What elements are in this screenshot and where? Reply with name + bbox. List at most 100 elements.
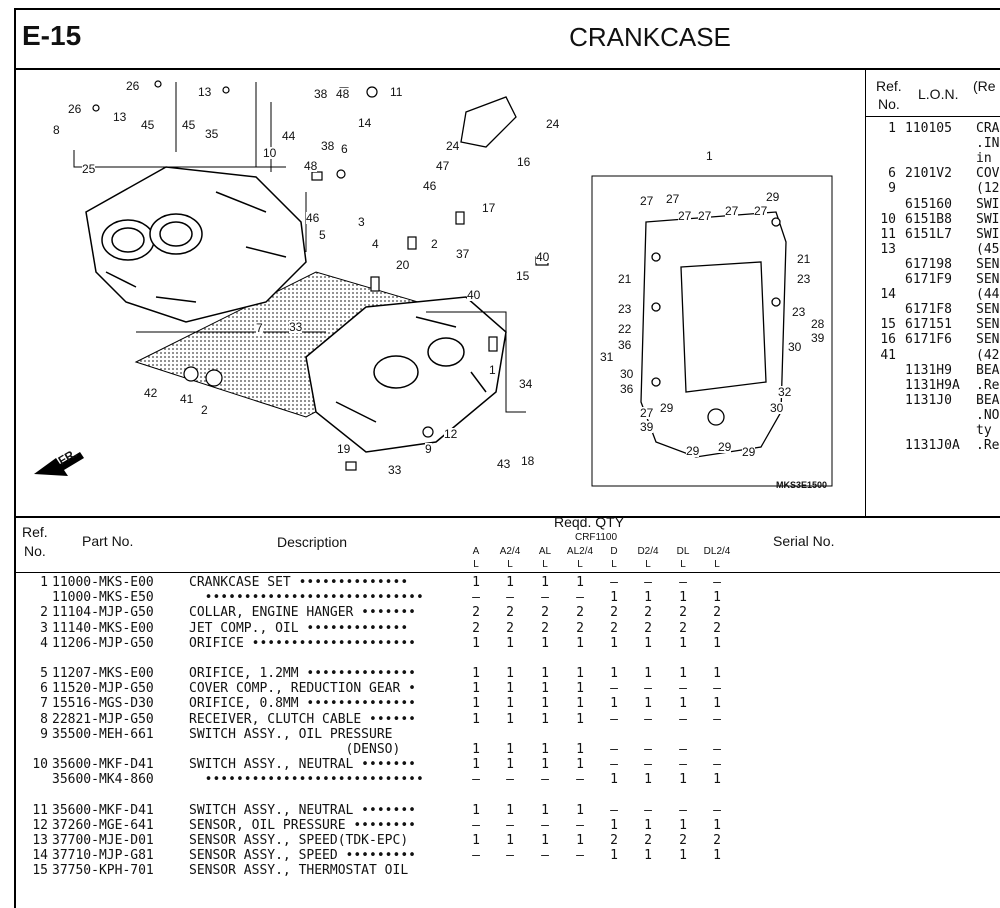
cell-desc: CRANKCASE SET ••••••••••••••: [189, 575, 409, 590]
diagram-callout: 45: [182, 118, 196, 132]
variant-sub-header: L: [473, 559, 479, 570]
diagram-callout: 24: [446, 139, 460, 153]
cell-ref: 2: [40, 605, 48, 621]
rt-cell: SEN: [976, 317, 1000, 333]
diagram-callout: 6: [341, 142, 348, 156]
cell-q: 1: [506, 666, 514, 681]
cell-q: –: [472, 590, 480, 606]
rt-cell: BEA: [976, 392, 1000, 408]
rt-cell: 6171F9: [905, 272, 952, 287]
cell-q: 1: [472, 742, 480, 757]
cell-q: 1: [713, 590, 721, 606]
variant-header: D: [610, 546, 618, 557]
subview-callout: 27: [678, 209, 692, 223]
variant-header: DL: [676, 546, 690, 557]
cell-pno: 15516-MGS-D30: [52, 696, 154, 712]
cell-q: 1: [506, 833, 514, 848]
cell-q: 1: [541, 833, 549, 848]
subview-callout: 29: [742, 445, 756, 459]
subview-callout: 21: [797, 252, 811, 266]
rt-cell: 110105: [905, 121, 952, 136]
reduction-gear-cover: [460, 96, 517, 148]
diagram-callout: 13: [113, 110, 127, 124]
upper-crankcase: [85, 166, 307, 323]
cell-q: 1: [506, 711, 514, 727]
rt-cell: 615160: [905, 196, 952, 212]
cell-q: 1: [644, 666, 652, 681]
cell-q: 1: [472, 711, 480, 727]
col-part-header: Part No.: [82, 533, 134, 549]
subview-callout: 29: [660, 401, 674, 415]
cell-q: –: [541, 590, 549, 606]
cell-q: –: [679, 802, 687, 818]
subview-callout: 36: [618, 338, 632, 352]
variant-sub-header: L: [680, 559, 686, 570]
cell-q: –: [541, 817, 549, 833]
cell-q: –: [610, 742, 618, 757]
subview-callout: 27: [725, 204, 739, 218]
rt-cell: SEN: [976, 332, 1000, 348]
cell-q: 1: [576, 757, 584, 773]
cell-q: 1: [576, 833, 584, 848]
rt-cell: COV: [976, 166, 1000, 182]
cell-pno: 37700-MJE-D01: [52, 833, 154, 848]
cell-desc: SENSOR ASSY., SPEED(TDK-EPC): [189, 833, 409, 848]
cell-q: 1: [679, 635, 687, 651]
cell-q: 1: [610, 666, 618, 681]
cell-q: 1: [679, 848, 687, 864]
cell-q: 2: [472, 620, 480, 636]
diagram-callout: 20: [396, 258, 410, 272]
subview-callout: 29: [718, 440, 732, 454]
rt-cell: SWI: [976, 211, 1000, 227]
cell-q: 2: [713, 833, 721, 848]
rt-cell: SWI: [976, 196, 1000, 212]
cell-q: –: [713, 575, 721, 590]
rt-cell: 41: [880, 347, 896, 363]
cell-q: 1: [541, 711, 549, 727]
cell-pno: 37750-KPH-701: [52, 863, 154, 879]
lower-crankcase: [305, 296, 507, 453]
rt-cell: CRA: [976, 121, 1000, 136]
cell-q: –: [644, 681, 652, 697]
cell-q: 1: [610, 848, 618, 864]
subview-callout: 39: [811, 331, 825, 345]
sub-view-box: [591, 175, 833, 487]
cell-q: –: [610, 575, 618, 590]
cell-desc: ••••••••••••••••••••••••••••: [189, 590, 424, 606]
cell-q: 1: [644, 848, 652, 864]
diagram-table-divider: [865, 70, 866, 517]
subview-callout: 32: [778, 385, 792, 399]
rt-cell: 617198: [905, 256, 952, 272]
cell-ref: 15: [32, 863, 48, 879]
subview-callout: 27: [640, 406, 654, 420]
subview-callout: 21: [618, 272, 632, 286]
cell-q: 2: [679, 605, 687, 621]
diagram-callout: 25: [82, 162, 96, 176]
cell-q: –: [472, 848, 480, 864]
subview-callout: 27: [754, 204, 768, 218]
diagram-callout: 10: [263, 146, 277, 160]
diagram-callout: 43: [497, 457, 511, 471]
cell-pno: 37710-MJP-G81: [52, 848, 154, 864]
cell-q: 1: [541, 757, 549, 773]
subview-callout: 30: [770, 401, 784, 415]
rt-cell: 15: [880, 317, 896, 333]
cell-desc: SENSOR, OIL PRESSURE ••••••••: [189, 817, 416, 833]
cell-desc: SENSOR ASSY., SPEED •••••••••: [189, 848, 416, 864]
cell-q: 1: [713, 635, 721, 651]
cell-q: 1: [506, 757, 514, 773]
cell-q: –: [541, 848, 549, 864]
diagram-callout: 3: [358, 215, 365, 229]
cell-q: 1: [713, 666, 721, 681]
cell-q: –: [679, 681, 687, 697]
cell-q: 1: [472, 696, 480, 712]
diagram-callout: 19: [337, 442, 351, 456]
diagram-callout: 2: [201, 403, 208, 417]
front-arrow-icon: [34, 452, 84, 476]
variant-header: A: [472, 546, 480, 557]
cell-desc: ORIFICE, 0.8MM ••••••••••••••: [189, 696, 416, 712]
cell-q: 1: [541, 666, 549, 681]
cell-pno: 35600-MKF-D41: [52, 757, 154, 773]
cell-q: 1: [506, 696, 514, 712]
cell-q: 2: [610, 620, 618, 636]
